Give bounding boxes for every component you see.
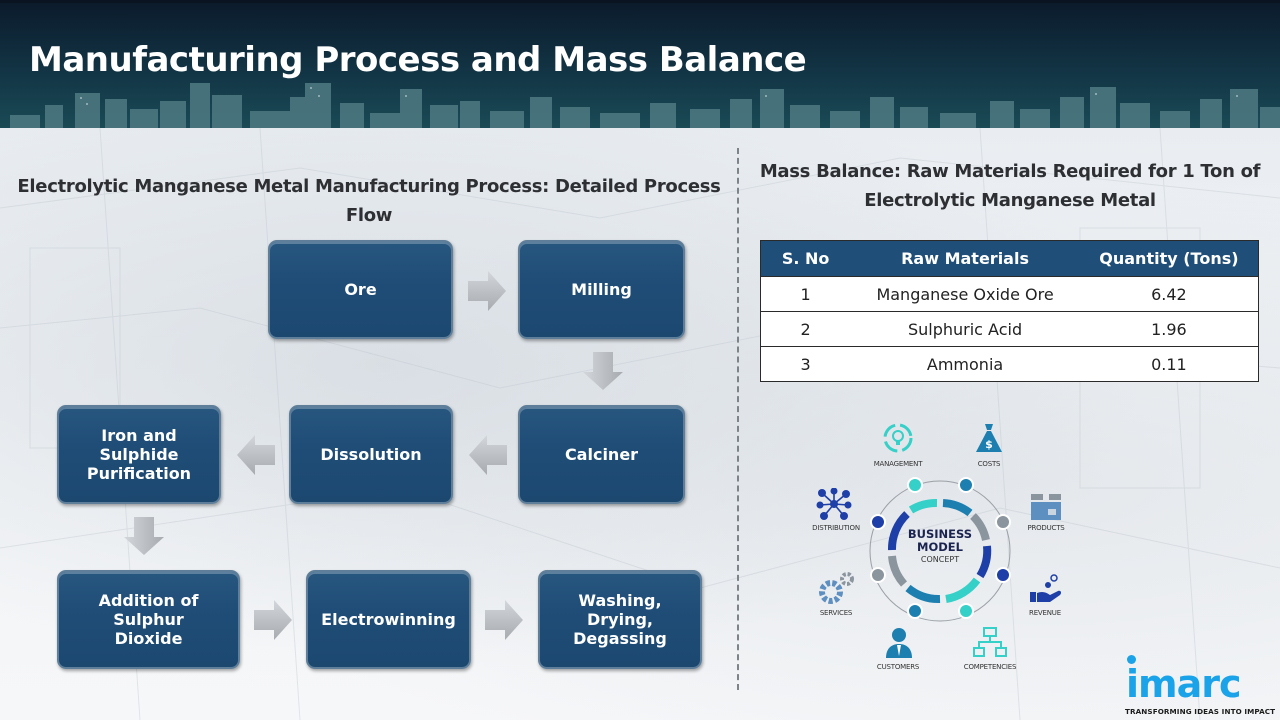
step-label: Iron and Sulphide Purification [86, 426, 192, 483]
table-row: 2 Sulphuric Acid 1.96 [760, 311, 1259, 347]
step-label: Addition of Sulphur Dioxide [98, 591, 199, 648]
cell-material: Ammonia [850, 346, 1080, 382]
section-divider [737, 148, 739, 690]
step-label: Washing, Drying, Degassing [573, 591, 667, 648]
arrow-down-icon [583, 352, 623, 390]
city-skyline-graphic [10, 83, 1280, 128]
arrow-left-icon [469, 435, 507, 475]
hierarchy-icon [973, 627, 1007, 657]
column-header-quantity: Quantity (Tons) [1079, 240, 1259, 277]
step-ore: Ore [268, 240, 453, 339]
svg-text:$: $ [985, 438, 993, 451]
step-label: Calciner [564, 445, 639, 464]
arrow-right-icon [485, 600, 523, 640]
step-iron-sulphide-purification: Iron and Sulphide Purification [57, 405, 221, 504]
center-line1: BUSINESS [907, 527, 973, 541]
logo-wordmark: imarc [1126, 662, 1242, 706]
cell-material: Manganese Oxide Ore [850, 276, 1080, 312]
cell-material: Sulphuric Acid [850, 311, 1080, 347]
step-label: Milling [571, 280, 632, 299]
column-header-sno: S. No [760, 240, 851, 277]
item-label-products: PRODUCTS [1027, 524, 1065, 532]
box-icon [1031, 494, 1061, 520]
cell-quantity: 0.11 [1079, 346, 1259, 382]
mass-balance-table: S. No Raw Materials Quantity (Tons) 1 Ma… [760, 240, 1259, 382]
table-row: 3 Ammonia 0.11 [760, 346, 1259, 382]
lightbulb-cycle-icon [883, 423, 913, 453]
logo-dot [1127, 655, 1136, 664]
item-label-distribution: DISTRIBUTION [812, 524, 860, 532]
hand-coins-icon [1030, 574, 1062, 602]
page-title: Manufacturing Process and Mass Balance [29, 40, 807, 80]
step-addition-sulphur-dioxide: Addition of Sulphur Dioxide [57, 570, 240, 669]
item-label-competencies: COMPETENCIES [963, 663, 1017, 671]
cell-quantity: 1.96 [1079, 311, 1259, 347]
cell-sno: 1 [760, 276, 851, 312]
item-label-costs: COSTS [977, 460, 1001, 468]
cell-sno: 2 [760, 311, 851, 347]
step-label: Dissolution [320, 445, 422, 464]
step-calciner: Calciner [518, 405, 685, 504]
business-model-graphic: BUSINESS MODEL CONCEPT MANAGEMENT $ COST… [800, 410, 1080, 680]
center-line2: MODEL [917, 540, 963, 554]
process-flow-heading: Electrolytic Manganese Metal Manufacturi… [17, 176, 721, 226]
center-line3: CONCEPT [920, 555, 960, 564]
mass-balance-heading: Mass Balance: Raw Materials Required for… [759, 161, 1261, 211]
column-header-raw-materials: Raw Materials [850, 240, 1080, 277]
arrow-left-icon [237, 435, 275, 475]
business-model-center: BUSINESS MODEL CONCEPT [895, 528, 985, 565]
item-label-customers: CUSTOMERS [876, 663, 920, 671]
money-bag-icon: $ [976, 424, 1002, 452]
logo-tagline: TRANSFORMING IDEAS INTO IMPACT [1125, 707, 1276, 716]
step-electrowinning: Electrowinning [306, 570, 471, 669]
step-dissolution: Dissolution [289, 405, 453, 504]
arrow-right-icon [468, 271, 506, 311]
step-label: Electrowinning [321, 610, 456, 629]
business-model-ring [869, 477, 1011, 622]
imarc-logo: imarc TRANSFORMING IDEAS INTO IMPACT [1120, 650, 1276, 720]
person-icon [886, 628, 912, 658]
item-label-revenue: REVENUE [1029, 609, 1061, 617]
table-header-row: S. No Raw Materials Quantity (Tons) [760, 240, 1259, 277]
step-washing-drying-degassing: Washing, Drying, Degassing [538, 570, 702, 669]
table-row: 1 Manganese Oxide Ore 6.42 [760, 276, 1259, 312]
item-label-management: MANAGEMENT [873, 460, 923, 468]
arrow-right-icon [254, 600, 292, 640]
step-milling: Milling [518, 240, 685, 339]
cell-sno: 3 [760, 346, 851, 382]
network-icon [816, 488, 852, 520]
step-label: Ore [344, 280, 377, 299]
title-banner: Manufacturing Process and Mass Balance [0, 0, 1280, 128]
gears-icon [819, 572, 854, 604]
arrow-down-icon [124, 517, 164, 555]
top-strip [0, 0, 1280, 3]
cell-quantity: 6.42 [1079, 276, 1259, 312]
item-label-services: SERVICES [819, 609, 853, 617]
